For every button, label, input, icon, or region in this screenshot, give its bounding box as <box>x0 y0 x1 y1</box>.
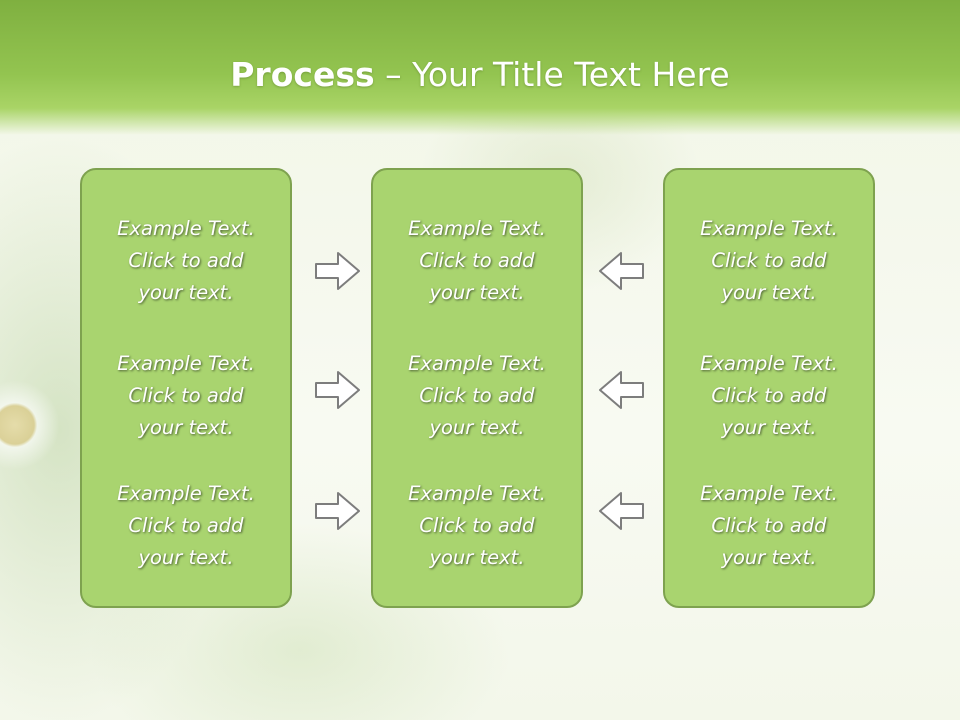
text-line: your text. <box>429 281 525 304</box>
arrow-right-icon[interactable] <box>314 490 362 532</box>
text-line: Click to add <box>128 514 244 537</box>
text-placeholder[interactable]: Example Text. Click to add your text. <box>373 213 581 309</box>
text-line: your text. <box>138 546 234 569</box>
text-line: Example Text. <box>700 482 838 505</box>
text-placeholder[interactable]: Example Text. Click to add your text. <box>82 348 290 444</box>
text-placeholder[interactable]: Example Text. Click to add your text. <box>373 348 581 444</box>
text-placeholder[interactable]: Example Text. Click to add your text. <box>665 213 873 309</box>
arrow-left-icon[interactable] <box>597 369 645 411</box>
text-line: Example Text. <box>408 352 546 375</box>
title-bar <box>0 0 960 135</box>
process-box-center[interactable]: Example Text. Click to add your text. Ex… <box>371 168 583 608</box>
text-line: your text. <box>721 546 817 569</box>
text-line: Click to add <box>711 384 827 407</box>
text-line: Click to add <box>711 249 827 272</box>
text-line: Click to add <box>128 384 244 407</box>
text-line: Example Text. <box>700 352 838 375</box>
text-line: Example Text. <box>408 217 546 240</box>
text-line: Click to add <box>419 384 535 407</box>
text-line: your text. <box>429 416 525 439</box>
arrow-left-icon[interactable] <box>597 250 645 292</box>
arrow-right-icon[interactable] <box>314 250 362 292</box>
text-line: your text. <box>429 546 525 569</box>
text-placeholder[interactable]: Example Text. Click to add your text. <box>82 213 290 309</box>
process-box-left[interactable]: Example Text. Click to add your text. Ex… <box>80 168 292 608</box>
text-line: Example Text. <box>700 217 838 240</box>
text-line: your text. <box>721 281 817 304</box>
slide-title[interactable]: Process – Your Title Text Here <box>0 52 960 98</box>
text-line: Click to add <box>419 249 535 272</box>
text-line: Click to add <box>711 514 827 537</box>
text-placeholder[interactable]: Example Text. Click to add your text. <box>665 478 873 574</box>
text-placeholder[interactable]: Example Text. Click to add your text. <box>373 478 581 574</box>
arrow-right-icon[interactable] <box>314 369 362 411</box>
text-placeholder[interactable]: Example Text. Click to add your text. <box>665 348 873 444</box>
text-line: Example Text. <box>117 217 255 240</box>
text-line: your text. <box>138 281 234 304</box>
text-line: Click to add <box>128 249 244 272</box>
process-box-right[interactable]: Example Text. Click to add your text. Ex… <box>663 168 875 608</box>
text-placeholder[interactable]: Example Text. Click to add your text. <box>82 478 290 574</box>
text-line: Click to add <box>419 514 535 537</box>
title-bold: Process <box>230 55 375 94</box>
text-line: Example Text. <box>117 352 255 375</box>
text-line: Example Text. <box>117 482 255 505</box>
text-line: Example Text. <box>408 482 546 505</box>
text-line: your text. <box>138 416 234 439</box>
arrow-left-icon[interactable] <box>597 490 645 532</box>
text-line: your text. <box>721 416 817 439</box>
title-rest: – Your Title Text Here <box>374 55 730 94</box>
